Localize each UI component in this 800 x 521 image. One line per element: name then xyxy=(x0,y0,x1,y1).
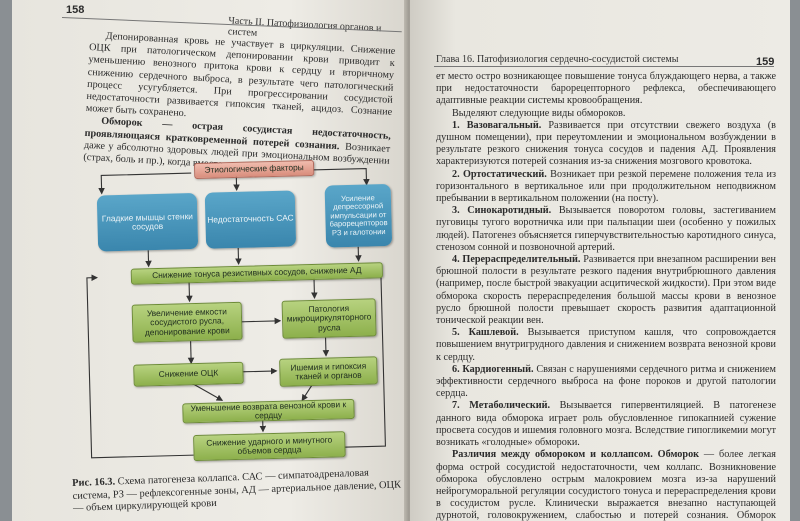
section-lead: Различия между обмороком и коллапсом. Об… xyxy=(452,449,700,461)
list-item: 1. Вазовагальный. Развивается при отсутс… xyxy=(436,120,776,169)
list-item: 3. Синокаротидный. Вызывается поворотом … xyxy=(436,205,776,254)
page-number: 159 xyxy=(756,56,775,68)
paragraph: Депонированная кровь не участвует в цирк… xyxy=(85,30,396,120)
paragraph: Различия между обмороком и коллапсом. Об… xyxy=(436,449,776,521)
pathogenesis-diagram: Этиологические факторы Гладкие мышцы сте… xyxy=(66,146,405,490)
figure-label: Рис. 16.3. xyxy=(72,476,116,489)
item-title: 7. Метаболический. xyxy=(452,400,551,412)
list-item: 7. Метаболический. Вызывается гипервенти… xyxy=(436,400,776,449)
list-item: 4. Перераспределительный. Развивается пр… xyxy=(436,254,776,327)
diagram-arrows xyxy=(86,167,386,459)
book-gutter xyxy=(404,0,414,521)
step-blood-deposition-box: Увеличение емкости сосудистого русла, де… xyxy=(131,301,243,343)
open-book: 158 Часть II. Патофизиология органов и с… xyxy=(12,0,790,521)
item-text: Вызывается гипервентиляцией. В патогенез… xyxy=(436,400,776,449)
left-page: 158 Часть II. Патофизиология органов и с… xyxy=(12,0,407,521)
step-microcirculation-box: Патология микроциркуляторного русла xyxy=(281,298,377,339)
list-item: 6. Кардиогенный. Связан с нарушениями се… xyxy=(436,364,776,401)
cause-depressor-impulse-box: Усиление депрессорной импульсации от бар… xyxy=(324,183,393,248)
paragraph: ет место остро возникающее повышение тон… xyxy=(436,71,776,107)
item-text: Развивается при внезапном расширении вен… xyxy=(436,254,776,327)
step-cardiac-output-box: Снижение ударного и минутного объемов се… xyxy=(193,431,346,462)
item-text: Развивается при отсутствии свежего возду… xyxy=(436,119,776,168)
etiology-factors-box: Этиологические факторы xyxy=(193,159,315,180)
page-number: 158 xyxy=(66,4,85,16)
paragraph: Выделяют следующие виды обмороков. xyxy=(452,107,626,119)
body-text: ет место остро возникающее повышение тон… xyxy=(436,71,776,521)
cause-sas-insufficiency-box: Недостаточность САС xyxy=(204,190,297,249)
running-head: Глава 16. Патофизиология сердечно-сосуди… xyxy=(436,54,679,65)
item-text: Вызывается поворотом головы, застегивани… xyxy=(436,205,776,253)
item-title: 4. Перераспределительный. xyxy=(452,254,581,266)
step-ischemia-hypoxia-box: Ишемия и гипоксия тканей и органов xyxy=(279,356,378,387)
list-item: 5. Кашлевой. Вызывается приступом кашля,… xyxy=(436,327,776,364)
cause-smooth-muscle-box: Гладкие мышцы стенки сосудов xyxy=(96,192,199,252)
item-title: 3. Синокаротидный. xyxy=(452,205,552,217)
item-title: 1. Вазовагальный. xyxy=(452,119,542,131)
item-title: 6. Кардиогенный. xyxy=(452,363,534,375)
item-title: 5. Кашлевой. xyxy=(452,327,519,339)
item-text: Вызывается приступом кашля, что сопровож… xyxy=(436,327,776,363)
item-text: Возникает при резкой перемене положения … xyxy=(436,168,776,205)
item-title: 2. Ортостатический. xyxy=(452,168,547,180)
list-item: 2. Ортостатический. Возникает при резкой… xyxy=(436,169,776,206)
section-text: — более легкая форма острой сосудистой н… xyxy=(436,449,776,521)
step-bcv-decrease-box: Снижение ОЦК xyxy=(133,361,244,387)
item-text: Связан с нарушениями сердечного ритма и … xyxy=(436,363,776,400)
header-rule xyxy=(434,66,774,67)
right-page: Глава 16. Патофизиология сердечно-сосуди… xyxy=(410,0,790,521)
